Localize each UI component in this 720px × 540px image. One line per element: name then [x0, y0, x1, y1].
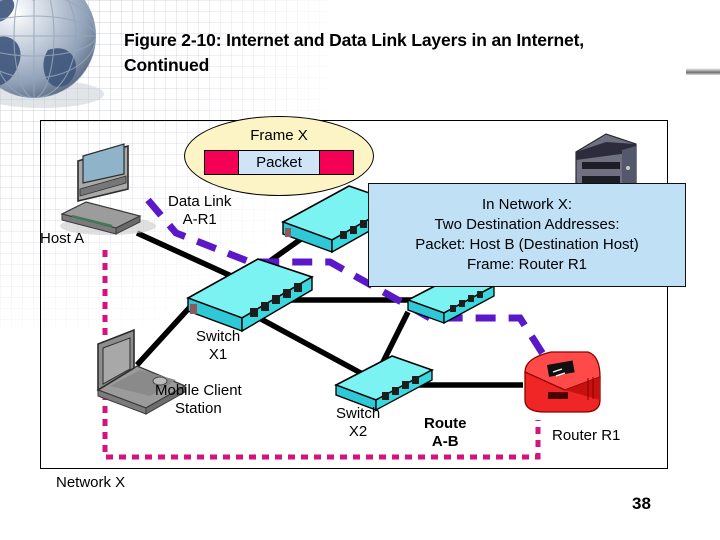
- page-number: 38: [632, 494, 651, 513]
- label-host-a: Host A: [40, 230, 85, 247]
- label-data-link-a-r1: Data Link A-R1: [168, 193, 232, 229]
- label-router-r1: Router R1: [552, 427, 621, 444]
- page-title: Figure 2-10: Internet and Data Link Laye…: [124, 30, 585, 75]
- label-route-a-b: Route A-B: [424, 415, 467, 451]
- network-x-callout: In Network X: Two Destination Addresses:…: [368, 183, 686, 287]
- callout-line-4: Frame: Router R1: [466, 255, 588, 273]
- frame-trailer-segment: [320, 151, 353, 174]
- label-switch-x1: Switch X1: [196, 328, 241, 364]
- callout-line-3: Packet: Host B (Destination Host): [415, 236, 639, 253]
- diagram-frame: [40, 120, 668, 469]
- corner-accent-bar: [686, 68, 720, 75]
- globe-icon: [0, 0, 104, 108]
- frame-header-segment: [205, 151, 238, 174]
- frame-structure-bar: Packet: [204, 150, 354, 175]
- label-switch-x2: Switch X2: [336, 405, 381, 441]
- packet-segment: Packet: [238, 151, 320, 174]
- callout-line-2: Two Destination Addresses:: [434, 216, 620, 234]
- frame-x-oval: Frame X Packet: [184, 116, 374, 196]
- label-mobile-client: Mobile Client Station: [155, 382, 242, 418]
- label-network-x: Network X: [56, 474, 126, 491]
- callout-line-1: In Network X:: [481, 196, 573, 214]
- frame-x-title: Frame X: [250, 127, 308, 144]
